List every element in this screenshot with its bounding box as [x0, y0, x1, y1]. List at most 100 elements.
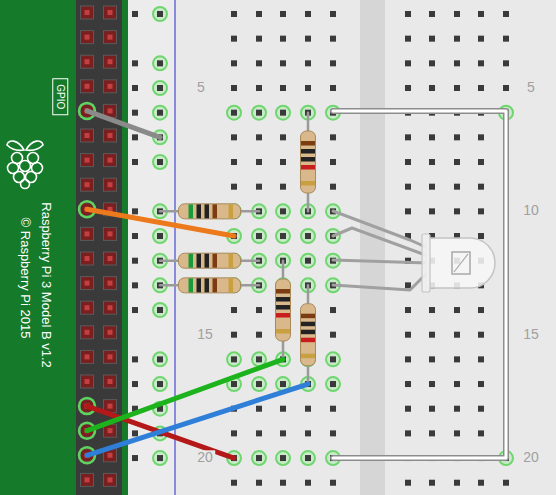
pin-pad [81, 178, 94, 191]
breadboard-hole [132, 307, 138, 313]
pin-core [108, 428, 113, 433]
hole [132, 233, 138, 239]
hole [429, 134, 435, 140]
hole [503, 11, 509, 17]
breadboard-hole [280, 406, 286, 412]
hole [330, 381, 336, 387]
hole [330, 307, 336, 313]
breadboard-hole [256, 36, 262, 42]
resistor-body [301, 304, 316, 366]
breadboard-hole [326, 352, 340, 366]
hole-highlight [326, 352, 340, 366]
resistor-band [189, 204, 194, 218]
hole [132, 430, 138, 436]
breadboard-hole [301, 254, 315, 268]
breadboard-hole [276, 204, 290, 218]
hole [405, 60, 411, 66]
hole [429, 307, 435, 313]
pin-pad [104, 6, 117, 19]
pin-pad [104, 252, 117, 265]
hole [280, 406, 286, 412]
breadboard-hole [153, 451, 167, 465]
hole [157, 356, 163, 362]
pin-core [108, 231, 113, 236]
pin-core [108, 35, 113, 40]
breadboard-hole [330, 159, 336, 165]
logo-berry [21, 180, 30, 189]
hole [330, 356, 336, 362]
hole-highlight [276, 106, 290, 120]
hole [405, 307, 411, 313]
resistor-band [276, 305, 290, 310]
breadboard-hole [454, 406, 460, 412]
hole [256, 356, 262, 362]
breadboard-hole [429, 480, 435, 486]
breadboard-hole [153, 377, 167, 391]
breadboard-hole [280, 36, 286, 42]
header-pin [104, 80, 117, 93]
breadboard-hole [454, 60, 460, 66]
hole [330, 85, 336, 91]
header-pin [81, 31, 94, 44]
header-pin [81, 154, 94, 167]
pin-core [108, 354, 113, 359]
header-pin [81, 6, 94, 19]
hole [478, 85, 484, 91]
breadboard-hole [256, 159, 262, 165]
breadboard-hole [132, 430, 138, 436]
breadboard-hole [429, 332, 435, 338]
hole [132, 356, 138, 362]
hole-highlight [276, 204, 290, 218]
hole [256, 36, 262, 42]
hole-highlight [153, 56, 167, 70]
breadboard-hole [429, 430, 435, 436]
rail-line [175, 0, 176, 495]
header-pin [81, 473, 94, 486]
breadboard-hole [478, 134, 484, 140]
breadboard-hole [256, 85, 262, 91]
resistor-body [179, 278, 241, 293]
header-pin [104, 154, 117, 167]
header-pin [104, 6, 117, 19]
breadboard-hole [429, 406, 435, 412]
breadboard-hole [405, 36, 411, 42]
hole [157, 159, 163, 165]
hole-highlight [252, 377, 266, 391]
hole [231, 430, 237, 436]
pin-core [85, 477, 90, 482]
pin-pad [104, 227, 117, 240]
pin-pad [81, 227, 94, 240]
pin-pad [104, 80, 117, 93]
hole [454, 159, 460, 165]
breadboard-hole [231, 85, 237, 91]
breadboard-hole [330, 85, 336, 91]
header-pin [81, 277, 94, 290]
hole [231, 184, 237, 190]
resistor-band [301, 354, 315, 359]
breadboard-hole [252, 451, 266, 465]
hole [429, 159, 435, 165]
hole [429, 430, 435, 436]
hole [454, 307, 460, 313]
breadboard-hole [280, 159, 286, 165]
breadboard-hole [405, 381, 411, 387]
pin-core [85, 133, 90, 138]
resistor-band [301, 165, 315, 170]
pin-pad [81, 252, 94, 265]
breadboard-hole [429, 159, 435, 165]
hole [405, 11, 411, 17]
hole [330, 36, 336, 42]
hole [429, 60, 435, 66]
hole [231, 110, 237, 116]
hole-highlight [301, 229, 315, 243]
breadboard-hole [256, 480, 262, 486]
resistor-band [276, 313, 290, 318]
pin-core [108, 158, 113, 163]
breadboard-hole [405, 430, 411, 436]
header-pin [104, 178, 117, 191]
breadboard-hole [305, 11, 311, 17]
wire-line [87, 359, 283, 430]
pin-core [85, 182, 90, 187]
